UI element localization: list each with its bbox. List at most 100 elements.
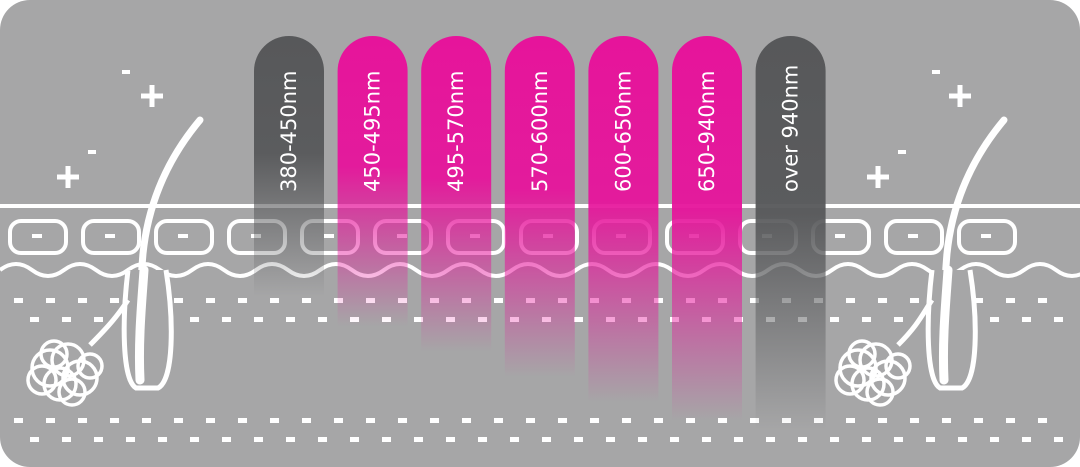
- tissue-dash: [270, 298, 279, 303]
- light-beam: 450-495nm: [337, 35, 408, 327]
- beam-wavelength-label: 380-450nm: [277, 70, 301, 192]
- tissue-dash: [702, 437, 711, 442]
- tissue-dash: [862, 317, 871, 322]
- tissue-dash: [222, 437, 231, 442]
- tissue-dash: [878, 418, 887, 423]
- tissue-dash: [862, 437, 871, 442]
- tissue-dash: [510, 437, 519, 442]
- tissue-dash: [494, 298, 503, 303]
- sparkle-marks: [57, 70, 971, 188]
- minus-sparkle-icon: [88, 150, 96, 154]
- tissue-dash: [574, 317, 583, 322]
- tissue-dash: [254, 437, 263, 442]
- tissue-dash: [318, 317, 327, 322]
- light-beam: 600-650nm: [588, 35, 659, 403]
- tissue-dash: [478, 437, 487, 442]
- tissue-dash: [494, 418, 503, 423]
- beam-bar: [588, 35, 659, 403]
- plus-sparkle-icon: [141, 85, 163, 107]
- beam-bar: [755, 35, 826, 430]
- tissue-dash: [46, 418, 55, 423]
- tissue-dash: [1006, 418, 1015, 423]
- beam-wavelength-label: 450-495nm: [361, 70, 385, 192]
- tissue-dash: [990, 317, 999, 322]
- tissue-dash: [334, 418, 343, 423]
- tissue-dash: [750, 418, 759, 423]
- beam-bar: [421, 35, 492, 352]
- tissue-dash: [654, 298, 663, 303]
- tissue-dash: [110, 418, 119, 423]
- tissue-dash: [174, 298, 183, 303]
- tissue-dash: [62, 437, 71, 442]
- tissue-dash: [206, 418, 215, 423]
- tissue-dash: [302, 418, 311, 423]
- tissue-dash: [190, 437, 199, 442]
- tissue-dash: [798, 437, 807, 442]
- tissue-dash: [526, 418, 535, 423]
- tissue-dash: [830, 317, 839, 322]
- tissue-dash: [606, 437, 615, 442]
- tissue-dash: [414, 317, 423, 322]
- tissue-dash: [158, 437, 167, 442]
- tissue-dash: [286, 437, 295, 442]
- tissue-dash: [110, 298, 119, 303]
- tissue-dash: [30, 437, 39, 442]
- tissue-dash: [654, 418, 663, 423]
- tissue-dash: [78, 418, 87, 423]
- tissue-dash: [78, 298, 87, 303]
- tissue-dash: [94, 317, 103, 322]
- beam-wavelength-label: 495-570nm: [444, 70, 468, 192]
- tissue-dash: [206, 298, 215, 303]
- tissue-dash: [942, 418, 951, 423]
- beam-wavelength-label: 600-650nm: [611, 70, 635, 192]
- tissue-dash: [222, 317, 231, 322]
- tissue-dash: [1038, 298, 1047, 303]
- skin-cell: [81, 219, 141, 255]
- tissue-dash: [142, 418, 151, 423]
- plus-sparkle-icon: [949, 85, 971, 107]
- tissue-dash: [318, 437, 327, 442]
- tissue-dash: [622, 418, 631, 423]
- tissue-dash: [1022, 317, 1031, 322]
- tissue-dash: [590, 418, 599, 423]
- tissue-dash: [750, 298, 759, 303]
- tissue-dash: [574, 437, 583, 442]
- tissue-dash: [14, 418, 23, 423]
- tissue-dash: [846, 298, 855, 303]
- skin-cell: [957, 219, 1017, 255]
- tissue-dash: [382, 437, 391, 442]
- tissue-dash: [910, 418, 919, 423]
- skin-cell: [154, 219, 214, 255]
- tissue-dash: [958, 437, 967, 442]
- beam-bar: [672, 36, 742, 421]
- tissue-dash: [1054, 317, 1063, 322]
- tissue-dash: [1054, 437, 1063, 442]
- tissue-dash: [1022, 437, 1031, 442]
- minus-sparkle-icon: [122, 70, 130, 74]
- tissue-dash: [846, 418, 855, 423]
- tissue-dash: [414, 437, 423, 442]
- tissue-dash: [270, 418, 279, 423]
- light-beam: 495-570nm: [421, 35, 492, 352]
- tissue-dash: [974, 298, 983, 303]
- light-beam: 650-940nm: [672, 36, 742, 421]
- tissue-dash: [238, 298, 247, 303]
- tissue-dash: [462, 418, 471, 423]
- skin-cell: [8, 219, 68, 255]
- tissue-dash: [894, 317, 903, 322]
- tissue-dash: [670, 437, 679, 442]
- light-beams: 380-450nm 450-495nm 495-570nm 570-600nm 600-…: [254, 35, 826, 430]
- tissue-dash: [62, 317, 71, 322]
- tissue-dash: [94, 437, 103, 442]
- light-beam: over 940nm: [755, 35, 826, 430]
- skin-cell: [884, 219, 944, 255]
- tissue-dash: [286, 317, 295, 322]
- hair-follicle-icon: [896, 116, 1008, 391]
- sebaceous-gland-icon: [834, 339, 912, 407]
- beam-bar: [254, 36, 324, 297]
- tissue-dash: [766, 437, 775, 442]
- tissue-dash: [238, 418, 247, 423]
- beam-wavelength-label: 570-600nm: [528, 70, 552, 192]
- light-beam: 380-450nm: [254, 36, 324, 297]
